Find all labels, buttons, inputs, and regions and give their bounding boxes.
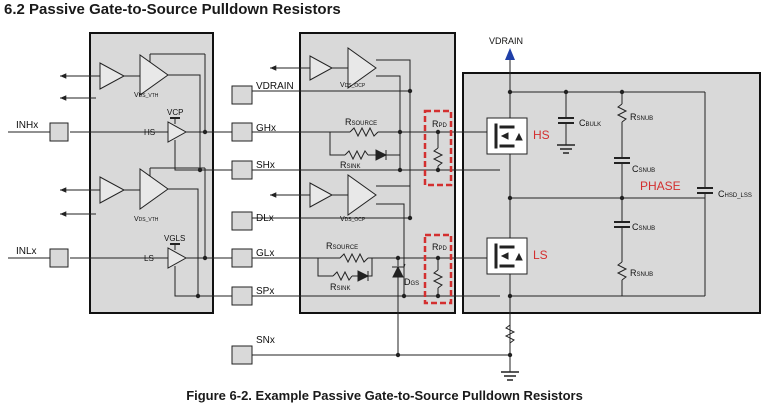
pin-label-dlx: DLx	[256, 213, 274, 224]
spx-pin	[231, 286, 253, 306]
controller-panel-mid	[299, 32, 456, 314]
label-csnub-top: CSNUB	[632, 164, 655, 174]
label-rsnub-top: RSNUB	[630, 112, 653, 122]
label-phase: PHASE	[640, 179, 681, 193]
snx-pin	[231, 345, 253, 365]
power-stage-panel	[462, 72, 761, 314]
pin-label-shx: SHx	[256, 160, 275, 171]
label-ls-fet: LS	[533, 248, 548, 262]
label-rpd-hs: RPD	[432, 119, 448, 129]
dlx-pin	[231, 211, 253, 231]
label-vds-vth-ls: VDS_VTH	[134, 216, 159, 223]
section-title: 6.2 Passive Gate-to-Source Pulldown Resi…	[4, 1, 341, 18]
vdrain-pin	[231, 85, 253, 105]
inlx-pad	[49, 248, 69, 268]
label-rsink-ls: RSINK	[330, 282, 351, 292]
label-chsd-lss: CHSD_LSS	[718, 189, 752, 199]
pin-label-glx: GLx	[256, 248, 274, 259]
label-vds-ocp-ls: VDS_OCP	[340, 216, 366, 223]
label-hs-fet: HS	[533, 128, 550, 142]
shx-pin	[231, 160, 253, 180]
label-vcp: VCP	[167, 108, 183, 117]
pin-label-ghx: GHx	[256, 123, 276, 134]
label-rsource-hs: RSOURCE	[345, 117, 377, 127]
label-rsnub-bottom: RSNUB	[630, 268, 653, 278]
label-csnub-bottom: CSNUB	[632, 222, 655, 232]
label-vds-ocp-hs: VDS_OCP	[340, 82, 366, 89]
pin-label-vdrain: VDRAIN	[256, 81, 294, 92]
label-vds-vth-hs: VDS_VTH	[134, 92, 159, 99]
label-cbulk: CBULK	[579, 118, 601, 128]
label-dgs: DGS	[404, 277, 419, 287]
inhx-pad	[49, 122, 69, 142]
glx-pin	[231, 248, 253, 268]
figure-caption: Figure 6-2. Example Passive Gate-to-Sour…	[186, 388, 583, 403]
label-inhx: INHx	[16, 120, 38, 131]
label-inlx: INLx	[16, 246, 37, 257]
pin-label-spx: SPx	[256, 286, 274, 297]
label-hs-driver: HS	[144, 128, 155, 137]
label-rpd-ls: RPD	[432, 242, 448, 252]
label-vgls: VGLS	[164, 234, 185, 243]
rpd-highlight-ls	[423, 233, 453, 305]
label-rsource-ls: RSOURCE	[326, 241, 358, 251]
pin-label-snx: SNx	[256, 335, 275, 346]
ghx-pin	[231, 122, 253, 142]
label-rsink-hs: RSINK	[340, 160, 361, 170]
rpd-highlight-hs	[423, 109, 453, 187]
label-vdrain-top: VDRAIN	[489, 36, 523, 46]
label-ls-driver: LS	[144, 254, 154, 263]
